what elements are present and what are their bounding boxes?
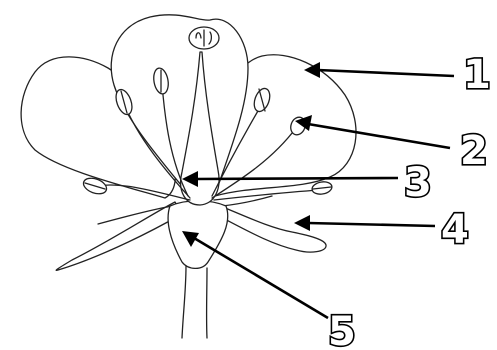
sepal-hint-right <box>222 196 272 206</box>
label-4: 4 <box>441 207 469 253</box>
sepal-left <box>56 202 182 270</box>
label-5: 5 <box>328 309 356 350</box>
label-3: 3 <box>404 160 432 206</box>
label-1: 1 <box>463 52 491 98</box>
leader-arrow-4 <box>294 215 435 231</box>
stem <box>182 266 207 338</box>
label-2: 2 <box>460 128 488 174</box>
